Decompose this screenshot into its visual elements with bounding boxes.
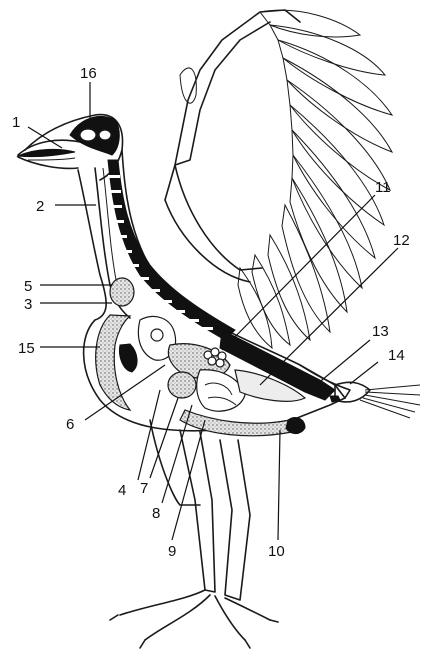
label-11: 11 bbox=[375, 179, 391, 196]
leader-lines bbox=[27, 82, 399, 541]
wing bbox=[164, 9, 394, 350]
label-13: 13 bbox=[372, 323, 389, 340]
keel bbox=[95, 314, 132, 411]
crop bbox=[109, 277, 135, 307]
skull bbox=[69, 116, 120, 156]
label-8: 8 bbox=[152, 505, 160, 522]
number-labels: 1 2 3 4 5 6 7 8 9 10 11 12 13 14 15 16 bbox=[12, 65, 410, 560]
label-15: 15 bbox=[18, 340, 35, 357]
vertebral-column bbox=[107, 159, 336, 401]
label-2: 2 bbox=[36, 198, 44, 215]
trachea bbox=[94, 167, 131, 319]
lung bbox=[203, 347, 227, 368]
tongue bbox=[16, 148, 76, 158]
tail bbox=[329, 381, 421, 419]
beak-interior bbox=[16, 148, 76, 161]
label-9: 9 bbox=[168, 543, 176, 560]
cloaca bbox=[285, 417, 306, 435]
foot bbox=[119, 589, 271, 641]
synsacrum bbox=[219, 329, 336, 401]
label-3: 3 bbox=[24, 296, 32, 313]
gizzard bbox=[167, 371, 197, 399]
label-6: 6 bbox=[66, 416, 74, 433]
label-16: 16 bbox=[80, 65, 97, 82]
heart bbox=[119, 315, 177, 373]
flight-feathers bbox=[237, 9, 394, 350]
label-5: 5 bbox=[24, 278, 32, 295]
intestines bbox=[196, 369, 246, 412]
leg bbox=[219, 439, 251, 601]
label-10: 10 bbox=[268, 543, 285, 560]
label-1: 1 bbox=[12, 114, 20, 131]
label-7: 7 bbox=[140, 480, 148, 497]
label-14: 14 bbox=[388, 347, 405, 364]
legs bbox=[109, 419, 279, 649]
label-12: 12 bbox=[393, 232, 410, 249]
viscera bbox=[167, 343, 307, 437]
label-4: 4 bbox=[118, 482, 126, 499]
kidney bbox=[234, 369, 307, 402]
abdomen-lower bbox=[179, 409, 301, 437]
